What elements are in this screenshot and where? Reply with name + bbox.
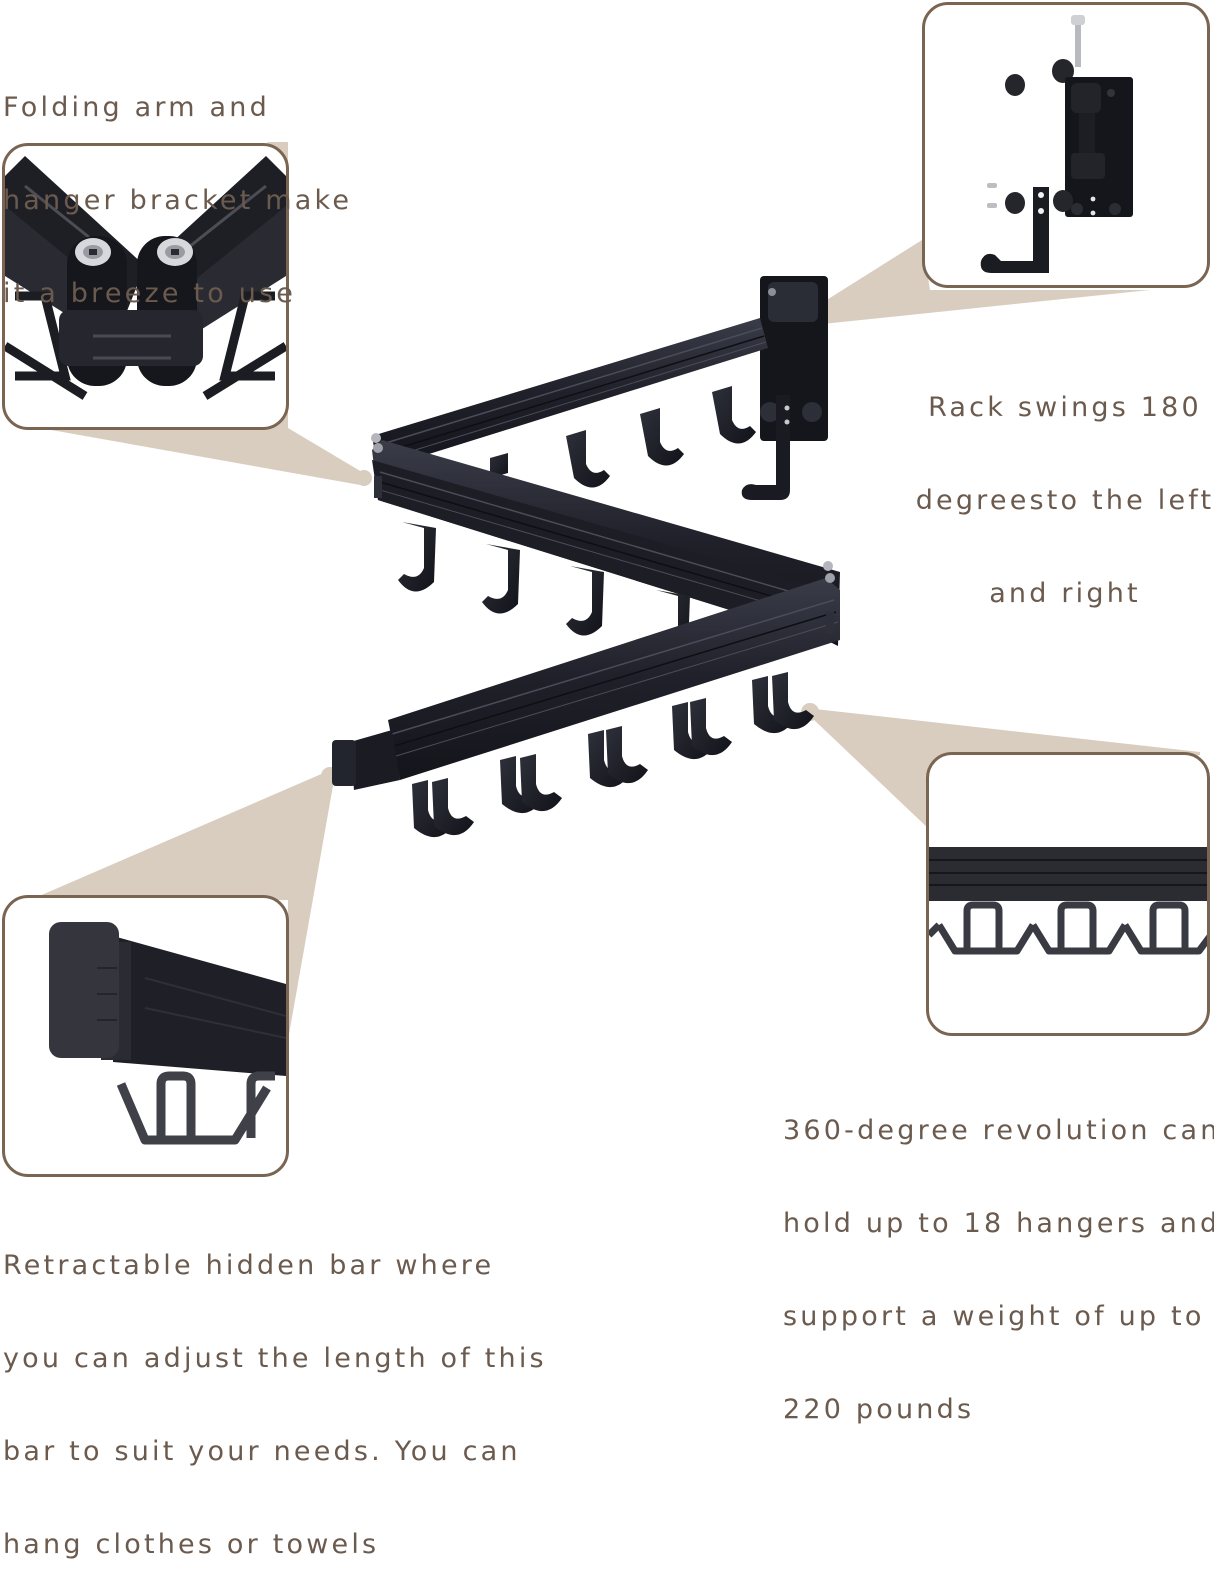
caption-line: Rack swings 180	[928, 392, 1202, 423]
caption-line: hang clothes or towels	[3, 1529, 380, 1560]
caption-retractable-bar: Retractable hidden bar where you can adj…	[3, 1188, 547, 1591]
caption-line: hanger bracket make	[3, 185, 353, 216]
caption-line: 220 pounds	[783, 1394, 975, 1425]
caption-line: Retractable hidden bar where	[3, 1250, 495, 1281]
wedge-retractable-bar	[30, 772, 334, 1040]
caption-line: hold up to 18 hangers and	[783, 1208, 1214, 1239]
detail-panel-folding-arm	[2, 143, 289, 430]
infographic-artwork	[30, 142, 1200, 1040]
wall-bracket-icon	[980, 15, 1133, 273]
caption-line: Folding arm and	[3, 92, 270, 123]
hinge-joint-icon	[5, 156, 286, 400]
caption-line: degreesto the left	[915, 485, 1214, 516]
detail-panel-retractable-bar	[2, 895, 289, 1177]
caption-line: you can adjust the length of this	[3, 1343, 547, 1374]
caption-line: bar to suit your needs. You can	[3, 1436, 521, 1467]
caption-line: support a weight of up to	[783, 1301, 1205, 1332]
caption-hook-capacity: 360-degree revolution can hold up to 18 …	[783, 1053, 1214, 1456]
detail-panel-hook-capacity	[926, 752, 1210, 1036]
hanger-hooks-icon	[929, 847, 1207, 955]
caption-folding-arm: Folding arm and hanger bracket make it a…	[3, 30, 352, 340]
detail-panel-swing-mount	[922, 2, 1210, 288]
caption-swing-mount: Rack swings 180 degreesto the left and r…	[912, 330, 1214, 640]
retractable-bar-icon	[49, 922, 286, 1145]
folding-rack-product	[332, 276, 840, 838]
caption-line: it a breeze to use	[3, 278, 297, 309]
caption-line: and right	[989, 578, 1141, 609]
wedge-swing-mount	[798, 240, 1150, 326]
caption-line: 360-degree revolution can	[783, 1115, 1214, 1146]
